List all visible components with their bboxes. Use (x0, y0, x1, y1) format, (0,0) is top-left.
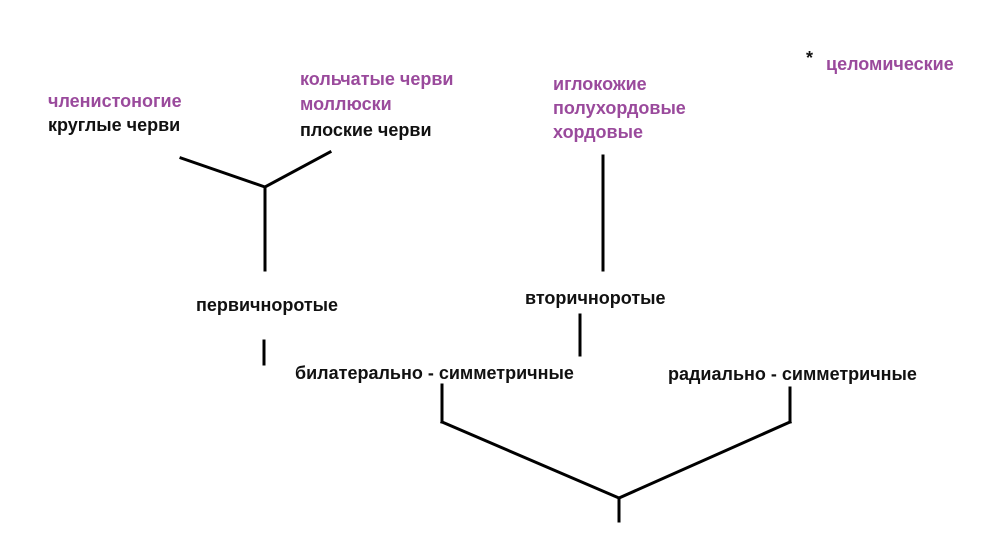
node-deuterostomes: вторичноротые (525, 288, 666, 308)
taxon-flatworms: плоские черви (300, 120, 432, 140)
taxon-annelids: кольчатые черви (300, 69, 454, 89)
node-bilateral: билатерально - симметричные (295, 363, 574, 383)
taxon-roundworms: круглые черви (48, 115, 181, 135)
taxon-molluscs: моллюски (300, 94, 392, 114)
legend-asterisk: * (806, 48, 814, 68)
taxon-chordates: хордовые (553, 122, 643, 142)
node-protostomes: первичноротые (196, 295, 339, 315)
taxon-hemichordates: полухордовые (553, 98, 686, 118)
protostome-branch-left (179, 156, 267, 189)
legend-label-coelomate: целомические (826, 54, 954, 74)
taxon-arthropods: членистоногие (48, 91, 182, 111)
branch-to-bilateral (440, 420, 621, 500)
protostome-branch-right (262, 149, 333, 190)
taxon-echinoderms: иглокожие (553, 74, 647, 94)
branch-to-radial (617, 420, 792, 500)
node-radial: радиально - симметричные (668, 364, 917, 384)
